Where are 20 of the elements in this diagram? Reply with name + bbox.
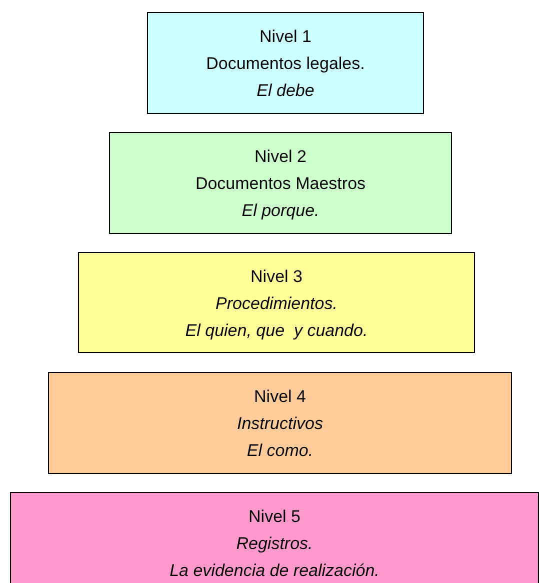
level-text: El debe xyxy=(256,80,314,102)
level-heading: Nivel 5 xyxy=(248,506,300,528)
level-box xyxy=(10,492,539,583)
level-box xyxy=(78,252,475,353)
level-heading: Nivel 4 xyxy=(254,386,306,408)
level-heading: Nivel 1 xyxy=(260,26,312,48)
level-text: Procedimientos. xyxy=(216,293,338,315)
level-heading: Nivel 3 xyxy=(250,266,302,288)
level-box xyxy=(109,132,452,234)
level-box xyxy=(48,372,512,474)
level-box xyxy=(147,12,424,114)
level-heading: Nivel 2 xyxy=(254,146,306,168)
level-text: Documentos legales. xyxy=(206,53,365,75)
level-text: El como. xyxy=(246,440,314,462)
level-text: La evidencia de realización. xyxy=(170,560,380,582)
level-text: Instructivos xyxy=(237,413,323,435)
level-text: Documentos Maestros xyxy=(195,173,366,195)
level-text: Registros. xyxy=(236,533,313,555)
level-text: El porque. xyxy=(242,200,320,222)
level-text: El quien, que y cuando. xyxy=(185,320,368,342)
